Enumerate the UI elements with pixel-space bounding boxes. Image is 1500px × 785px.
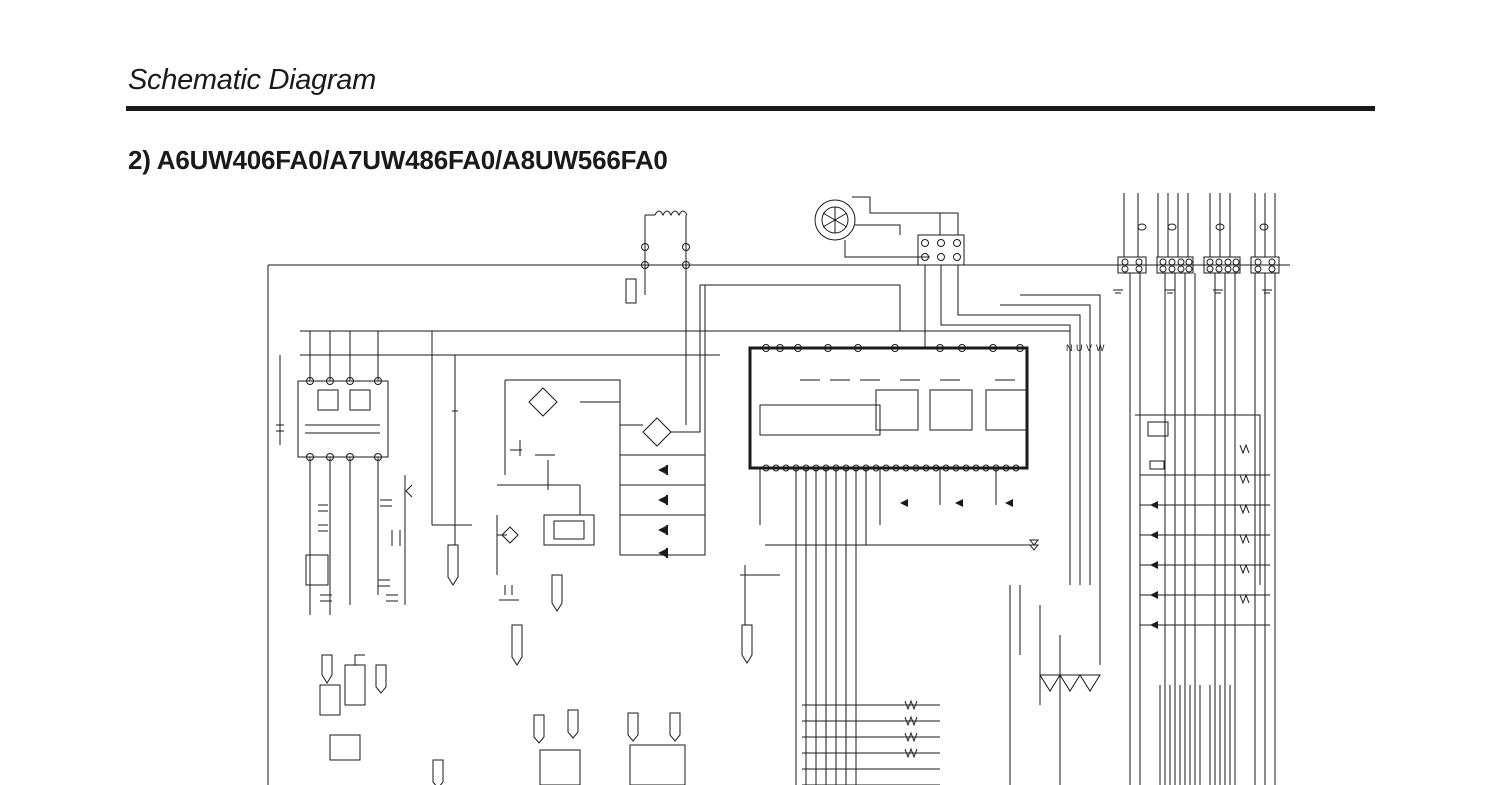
- right-diodes: [900, 499, 1158, 629]
- diode-column: [658, 465, 668, 558]
- left-components: [305, 331, 472, 605]
- bridge-rectifier-1: [504, 379, 621, 475]
- bottom-resistor-ladder: [802, 585, 1231, 785]
- phase-labels: N U V W: [1066, 343, 1105, 353]
- phase-label-v: V: [1086, 343, 1092, 353]
- compressor-motor-symbol: [814, 196, 965, 266]
- ground-symbols: [1028, 289, 1272, 551]
- opto-coupler-area: [496, 285, 706, 666]
- ipm-module: [748, 346, 1029, 470]
- schematic-diagram: N U V W: [267, 193, 1290, 785]
- bottom-left-modules: [319, 654, 686, 785]
- bridge-rectifier-2: [620, 284, 901, 447]
- page-header-title: Schematic Diagram: [128, 64, 376, 96]
- phase-label-n: N: [1066, 343, 1073, 353]
- right-connectors: [1117, 193, 1280, 274]
- ipm-output-wires: [740, 265, 1101, 785]
- section-title: 2) A6UW406FA0/A7UW486FA0/A8UW566FA0: [128, 145, 668, 175]
- ipm-top-pins: [762, 344, 1024, 352]
- phase-label-w: W: [1096, 343, 1105, 353]
- reactor-connector: [625, 210, 690, 425]
- right-signal-lines: [1129, 273, 1276, 785]
- smps-ic-block: [276, 331, 389, 615]
- right-resistor-ranks: [1135, 414, 1270, 626]
- header-rule: [126, 106, 1375, 111]
- phase-label-u: U: [1076, 343, 1083, 353]
